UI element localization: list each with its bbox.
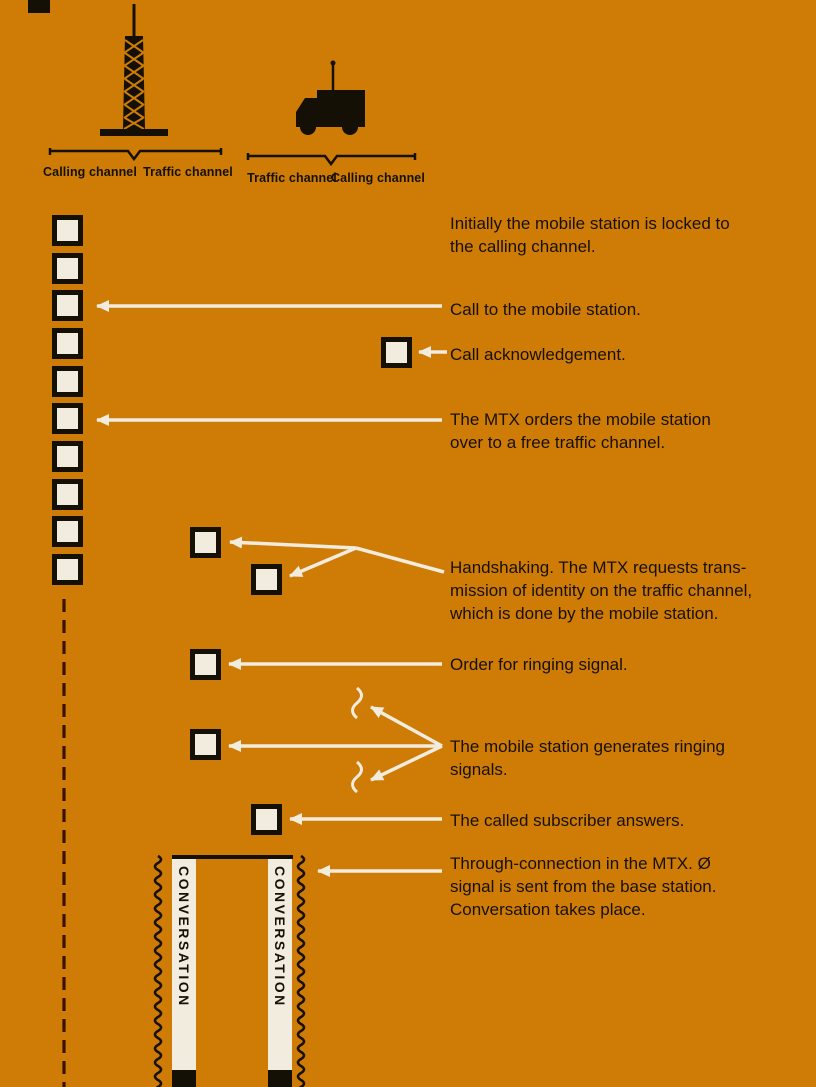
calling-channel-signal-square <box>52 290 83 321</box>
conversation-bar-mobile-end <box>268 1070 292 1087</box>
ringing-signal-waveform-icon <box>351 760 363 794</box>
mobile-traffic-channel-label: Traffic channel <box>247 171 337 185</box>
mobile-calling-channel-label: Calling channel <box>331 171 425 185</box>
conversation-bar-base: CONVERSATION <box>172 859 196 1071</box>
speech-zigzag-right <box>296 854 306 1087</box>
arrow-handshaking <box>229 536 445 578</box>
calling-channel-signal-square <box>52 479 83 510</box>
handshake-signal-square-mobile <box>251 564 282 595</box>
annotation-ringing-order: Order for ringing signal. <box>450 655 628 674</box>
annotation-initial-lock: Initially the mobile station is locked t… <box>450 214 730 256</box>
page-corner-mark <box>28 0 50 13</box>
calling-channel-signal-square <box>52 215 83 246</box>
arrow-ringing-generation <box>228 705 443 782</box>
annotation-mtx-channel-order: The MTX orders the mobile station over t… <box>450 410 711 452</box>
calling-channel-signal-square <box>52 441 83 472</box>
mobile-station-channels-bracket <box>246 153 417 167</box>
conversation-label: CONVERSATION <box>176 866 192 1008</box>
conversation-bar-mobile: CONVERSATION <box>268 859 292 1071</box>
base-calling-channel-label: Calling channel <box>43 165 137 179</box>
calling-channel-signal-square <box>52 366 83 397</box>
calling-channel-signal-square <box>52 403 83 434</box>
annotation-call-acknowledgement: Call acknowledgement. <box>450 345 626 364</box>
base-traffic-channel-label: Traffic channel <box>143 165 233 179</box>
ringing-order-signal-square <box>190 649 221 680</box>
subscriber-answer-signal-square <box>251 804 282 835</box>
annotation-ringing-generation: The mobile station generates ringing sig… <box>450 737 725 779</box>
ringing-signal-waveform-icon <box>351 686 363 720</box>
handshake-signal-square-base <box>190 527 221 558</box>
calling-channel-signal-square <box>52 554 83 585</box>
speech-zigzag-left <box>153 854 163 1087</box>
calling-channel-signal-square <box>52 516 83 547</box>
ringing-generation-signal-square <box>190 729 221 760</box>
calling-channel-signal-square <box>52 253 83 284</box>
mobile-station-truck-icon <box>296 60 365 135</box>
call-acknowledgement-signal-square <box>381 337 412 368</box>
annotation-subscriber-answers: The called subscriber answers. <box>450 811 685 830</box>
base-station-antenna-icon <box>100 4 168 136</box>
calling-channel-signal-square <box>52 328 83 359</box>
conversation-label: CONVERSATION <box>272 866 288 1008</box>
conversation-bar-base-end <box>172 1070 196 1087</box>
annotation-call-to-mobile: Call to the mobile station. <box>450 300 641 319</box>
annotation-handshaking: Handshaking. The MTX requests trans- mis… <box>450 558 753 623</box>
annotation-through-connection: Through-connection in the MTX. Ø signal … <box>450 854 717 919</box>
base-station-channels-bracket <box>48 148 223 162</box>
